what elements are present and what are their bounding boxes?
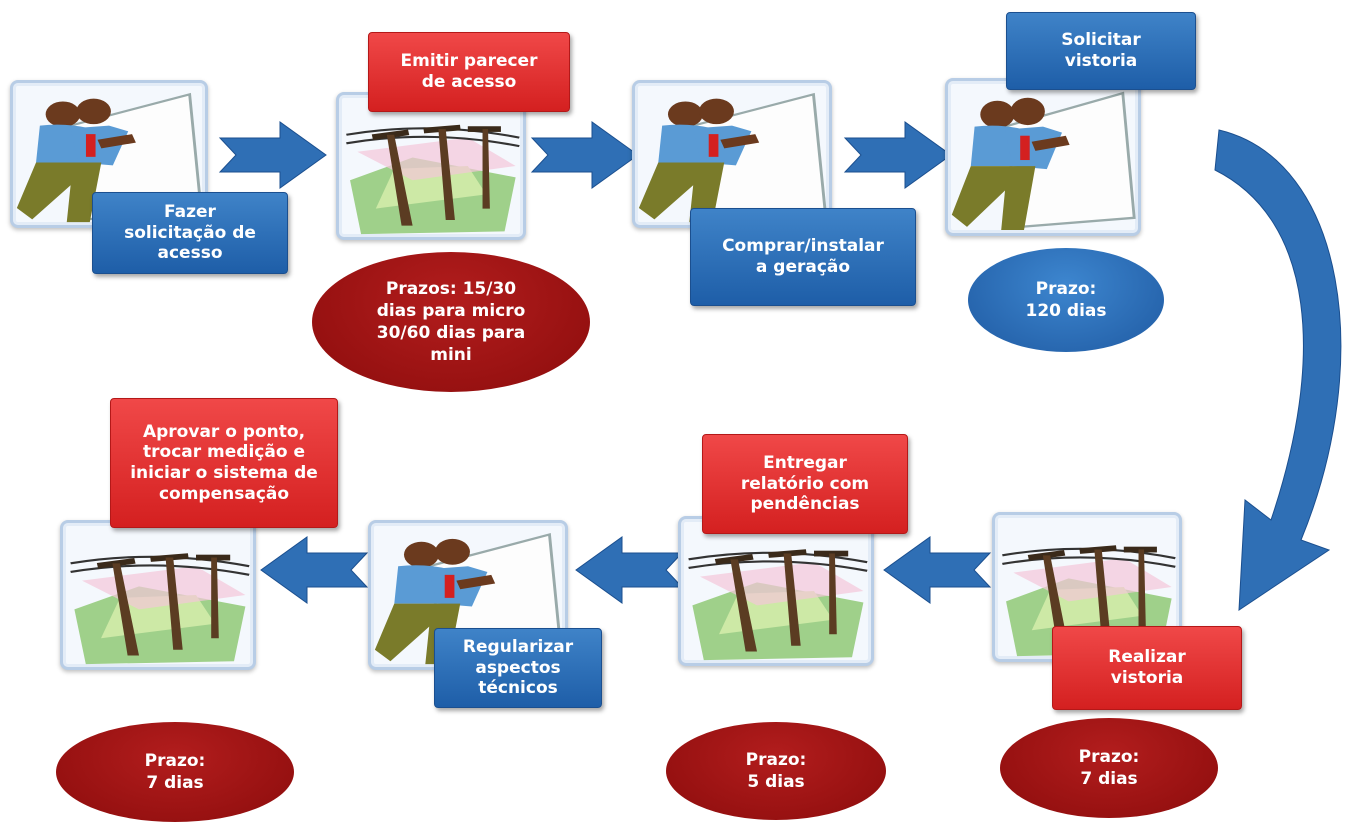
deadline-oval-2: Prazo: 120 dias bbox=[968, 248, 1164, 352]
step7-label: Regularizar aspectos técnicos bbox=[434, 628, 602, 708]
step1-text: Fazer solicitação de acesso bbox=[124, 201, 256, 264]
arrow-left-3 bbox=[260, 536, 369, 604]
deadline-oval-3: Prazo: 7 dias bbox=[56, 722, 294, 822]
arrow-right-2 bbox=[530, 121, 639, 189]
power-pylon-icon bbox=[339, 95, 523, 237]
step3-image bbox=[632, 80, 832, 228]
arrow-left-2 bbox=[575, 536, 684, 604]
deadline-2-text: Prazo: 120 dias bbox=[1025, 278, 1107, 321]
step6-text: Entregar relatório com pendências bbox=[740, 452, 870, 515]
step4-text: Solicitar vistoria bbox=[1061, 30, 1141, 71]
step8-text: Aprovar o ponto, trocar medição e inicia… bbox=[130, 421, 318, 504]
person-with-paper-icon bbox=[635, 83, 829, 225]
deadline-oval-4: Prazo: 5 dias bbox=[666, 722, 886, 820]
deadline-1-text: Prazos: 15/30 dias para micro 30/60 dias… bbox=[376, 278, 526, 366]
step7-text: Regularizar aspectos técnicos bbox=[462, 636, 574, 699]
step4-label: Solicitar vistoria bbox=[1006, 12, 1196, 90]
step2-text: Emitir parecer de acesso bbox=[400, 51, 538, 92]
step2-image bbox=[336, 92, 526, 240]
step3-label: Comprar/instalar a geração bbox=[690, 208, 916, 306]
deadline-4-text: Prazo: 5 dias bbox=[745, 749, 807, 792]
step1-label: Fazer solicitação de acesso bbox=[92, 192, 288, 274]
arrow-right-3 bbox=[843, 121, 952, 189]
arrow-right-1 bbox=[218, 121, 327, 189]
power-pylon-icon bbox=[681, 519, 871, 663]
step8-label: Aprovar o ponto, trocar medição e inicia… bbox=[110, 398, 338, 528]
step4-image bbox=[945, 78, 1141, 236]
deadline-3-text: Prazo: 7 dias bbox=[144, 750, 206, 793]
step6-label: Entregar relatório com pendências bbox=[702, 434, 908, 534]
step5-label: Realizar vistoria bbox=[1052, 626, 1242, 710]
arrow-left-1 bbox=[883, 536, 992, 604]
step5-text: Realizar vistoria bbox=[1108, 647, 1186, 688]
step2-label: Emitir parecer de acesso bbox=[368, 32, 570, 112]
step6-image bbox=[678, 516, 874, 666]
step3-text: Comprar/instalar a geração bbox=[722, 236, 884, 277]
power-pylon-icon bbox=[63, 523, 253, 667]
curved-arrow bbox=[1214, 129, 1342, 611]
deadline-oval-5: Prazo: 7 dias bbox=[1000, 718, 1218, 818]
deadline-oval-1: Prazos: 15/30 dias para micro 30/60 dias… bbox=[312, 252, 590, 392]
deadline-5-text: Prazo: 7 dias bbox=[1078, 746, 1140, 789]
step8-image bbox=[60, 520, 256, 670]
person-with-paper-icon bbox=[948, 81, 1138, 233]
